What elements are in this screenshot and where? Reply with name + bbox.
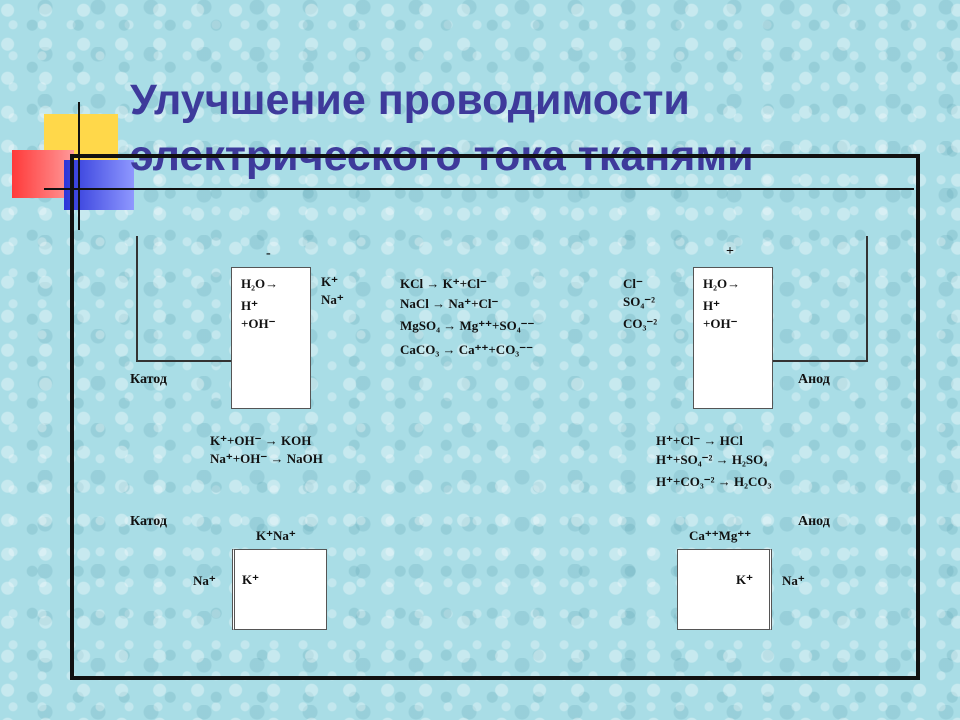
cathode-wire-horizontal bbox=[136, 360, 232, 362]
anode-label-bottom: Анод bbox=[798, 514, 830, 529]
right-inner-ion: K⁺ bbox=[736, 572, 753, 587]
reaction-kcl: KCl → K⁺+Cl⁻ bbox=[400, 276, 487, 291]
cathode-cell-line-2: H⁺ bbox=[241, 298, 258, 313]
cathode-ion-k: K⁺ bbox=[321, 274, 338, 289]
left-outer-ion: Na⁺ bbox=[193, 573, 216, 588]
decor-horizontal-line bbox=[44, 188, 914, 190]
decor-blue-square bbox=[64, 160, 134, 210]
anode-product-h2so4: H⁺+SO₄⁻² → H₂SO₄ bbox=[656, 452, 768, 467]
reaction-caco3: CaCO₃ → Ca⁺⁺+CO₃⁻⁻ bbox=[400, 342, 533, 357]
plus-sign: + bbox=[726, 244, 734, 259]
title-line-1: Улучшение проводимости bbox=[130, 76, 690, 124]
anode-cell-line-1: H₂O→ bbox=[703, 276, 741, 291]
anode-cell: H₂O→ H⁺ +OH⁻ bbox=[693, 267, 773, 409]
left-inner-ion: K⁺ bbox=[242, 572, 259, 587]
left-top-ions: K⁺Na⁺ bbox=[256, 528, 296, 543]
cathode-cell-line-1: H₂O→ bbox=[241, 276, 279, 291]
decor-red-square bbox=[12, 150, 74, 198]
anode-label-top: Анод bbox=[798, 372, 830, 387]
anode-product-hcl: H⁺+Cl⁻ → HCl bbox=[656, 433, 743, 448]
cathode-product-koh: K⁺+OH⁻ → KOH bbox=[210, 433, 312, 448]
left-tissue-cell: K⁺ bbox=[232, 549, 327, 630]
cathode-product-naoh: Na⁺+OH⁻ → NaOH bbox=[210, 451, 323, 466]
right-outer-ion: Na⁺ bbox=[782, 573, 805, 588]
anode-cell-line-3: +OH⁻ bbox=[703, 316, 738, 331]
cathode-cell: H₂O→ H⁺ +OH⁻ bbox=[231, 267, 311, 409]
cathode-cell-line-3: +OH⁻ bbox=[241, 316, 276, 331]
cathode-wire-vertical bbox=[136, 236, 138, 362]
decor-vertical-line bbox=[78, 102, 80, 230]
minus-sign: - bbox=[266, 246, 271, 261]
anode-cell-line-2: H⁺ bbox=[703, 298, 720, 313]
right-top-ions: Ca⁺⁺Mg⁺⁺ bbox=[689, 528, 752, 543]
anode-wire-vertical bbox=[866, 236, 868, 362]
cathode-label-top: Катод bbox=[130, 372, 167, 387]
diagram-frame bbox=[70, 154, 920, 680]
anode-ion-so4: SO₄⁻² bbox=[623, 294, 655, 309]
anode-wire-horizontal bbox=[772, 360, 868, 362]
reaction-nacl: NaCl → Na⁺+Cl⁻ bbox=[400, 296, 499, 311]
right-tissue-cell: K⁺ bbox=[677, 549, 772, 630]
cathode-label-bottom: Катод bbox=[130, 514, 167, 529]
reaction-mgso4: MgSO₄ → Mg⁺⁺+SO₄⁻⁻ bbox=[400, 318, 535, 333]
anode-ion-co3: CO₃⁻² bbox=[623, 316, 658, 331]
anode-product-h2co3: H⁺+CO₃⁻² → H₂CO₃ bbox=[656, 474, 772, 489]
cathode-ion-na: Na⁺ bbox=[321, 292, 344, 307]
anode-ion-cl: Cl⁻ bbox=[623, 276, 643, 291]
